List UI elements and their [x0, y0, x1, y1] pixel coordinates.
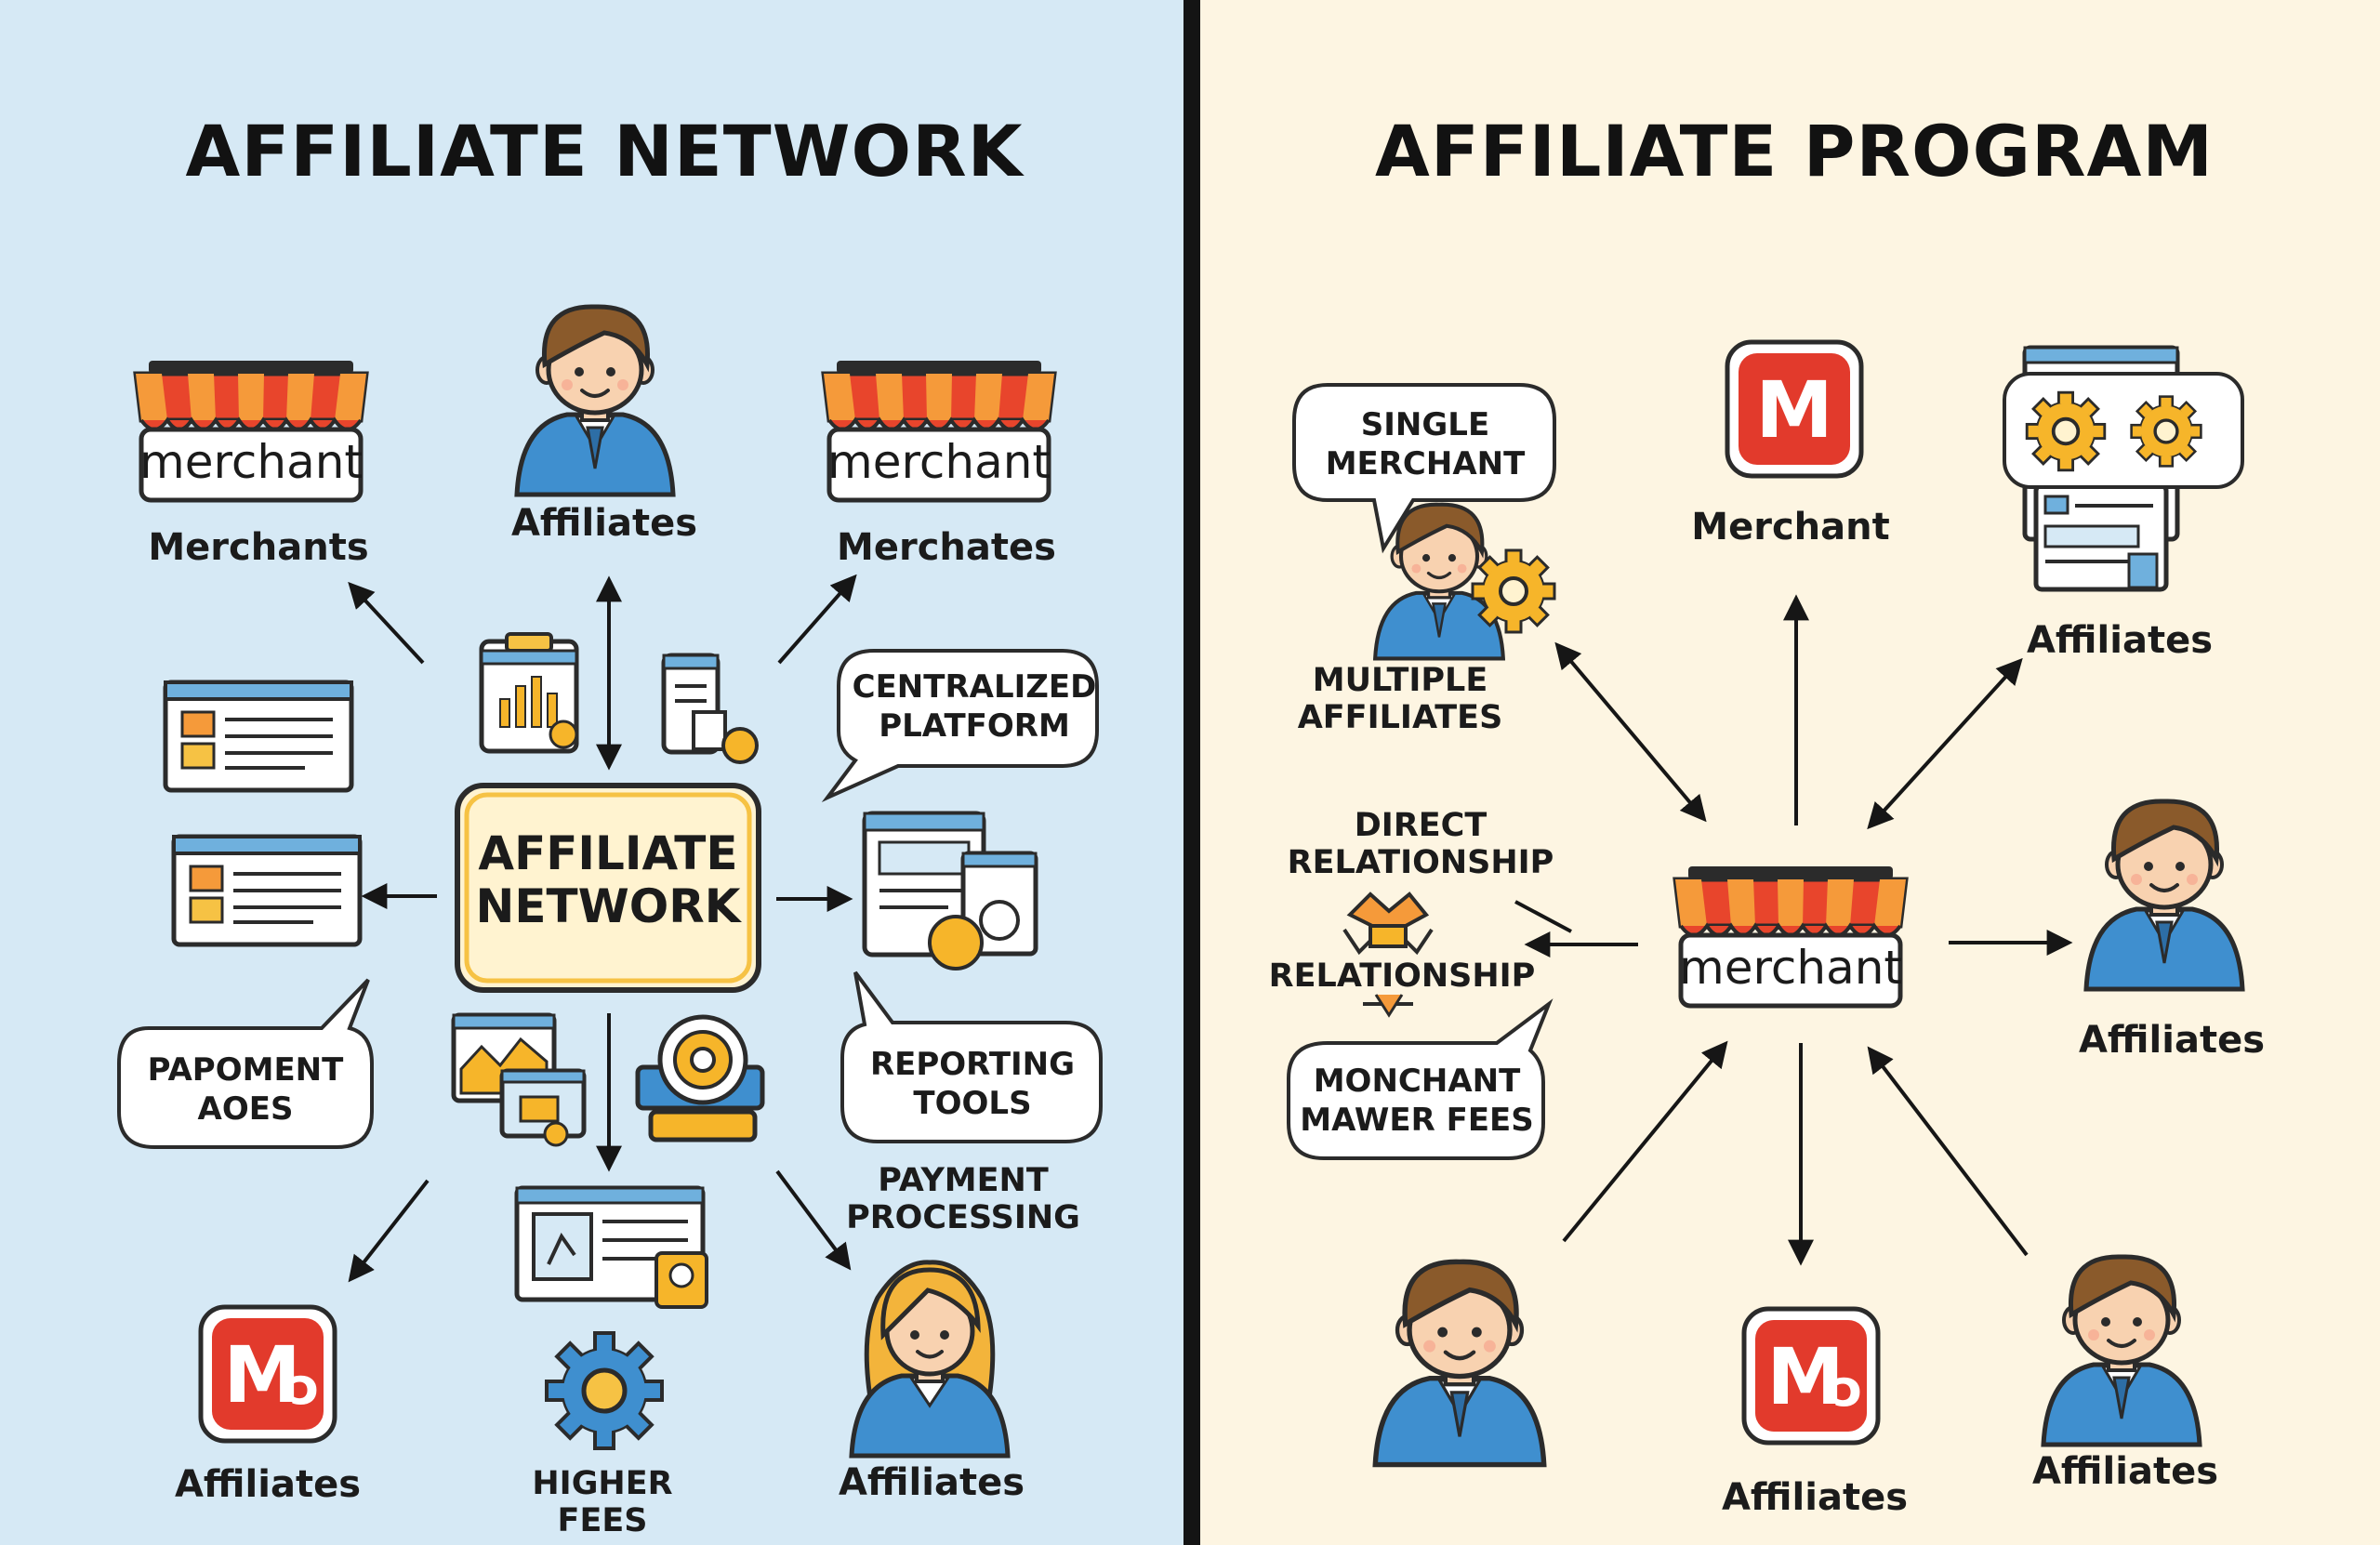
report-chart-icon	[479, 632, 579, 754]
svg-text:M: M	[1755, 364, 1833, 456]
arrow-icon	[1554, 641, 1707, 823]
svg-text:ɔ: ɔ	[290, 1357, 320, 1416]
label-affiliates-bottom-right: Affiliates	[2031, 1450, 2219, 1493]
merchant-store-icon: merchant	[824, 361, 1054, 500]
reporting-tools-bubble: REPORTING TOOLS	[840, 971, 1103, 1143]
report-chart-icon	[451, 1012, 587, 1147]
svg-text:REPORTING: REPORTING	[870, 1046, 1075, 1083]
dashboard-icon	[174, 837, 360, 944]
affiliate-person-icon	[1375, 1261, 1543, 1464]
svg-text:MERCHANT: MERCHANT	[1326, 445, 1526, 482]
affiliate-network-title: AFFILIATE NETWORK	[185, 110, 1024, 192]
arrow-icon	[1867, 1046, 2029, 1257]
svg-text:MAWER FEES: MAWER FEES	[1300, 1102, 1534, 1139]
right-arrows	[1514, 594, 2073, 1266]
settings-target-icon	[635, 1014, 765, 1142]
payment-aoes-bubble: PAPOMENT AOES	[117, 978, 374, 1149]
affiliate-person-icon	[2043, 1257, 2200, 1445]
affiliate-person-icon	[2086, 801, 2242, 989]
dashboard-icon	[165, 682, 351, 790]
label-merchates: Merchates	[837, 526, 1056, 569]
affiliate-network-center-box: AFFILIATE NETWORK	[455, 783, 761, 993]
label-merchant: Merchant	[1691, 506, 1890, 548]
monchant-fees-bubble: MONCHANT MAWER FEES	[1287, 998, 1554, 1160]
arrow-icon	[775, 1169, 852, 1271]
affiliate-program-title: AFFILIATE PROGRAM	[1375, 110, 2214, 192]
svg-text:ɔ: ɔ	[1833, 1359, 1863, 1418]
arrow-icon	[1867, 657, 2023, 830]
svg-text:AOES: AOES	[198, 1090, 294, 1128]
merchant-logo-icon: M ɔ	[201, 1307, 335, 1441]
gear-icon	[547, 1333, 662, 1448]
svg-text:SINGLE: SINGLE	[1361, 406, 1489, 443]
gear-icon	[1471, 548, 1556, 634]
svg-text:merchant: merchant	[1679, 941, 1902, 995]
label-payment-processing: PAYMENT PROCESSING	[846, 1162, 1080, 1236]
label-affiliates-bottom-right: Affiliates	[838, 1461, 1025, 1504]
merchant-store-icon: merchant	[136, 361, 366, 500]
svg-text:merchant: merchant	[139, 435, 363, 489]
label-affiliates-bottom-center: Affiliates	[1721, 1476, 1909, 1519]
arrow-icon	[777, 574, 857, 665]
label-affiliates-bottom-left: Affiliates	[174, 1463, 362, 1506]
svg-text:M: M	[223, 1329, 301, 1420]
svg-text:CENTRALIZED: CENTRALIZED	[853, 668, 1097, 706]
label-relationship: RELATIONSHIP	[1268, 957, 1536, 995]
arrow-icon	[1562, 1040, 1728, 1243]
svg-text:merchant: merchant	[827, 435, 1051, 489]
merchant-logo-icon: M	[1727, 342, 1861, 476]
payment-coin-icon	[661, 653, 759, 764]
arrow-icon	[348, 1179, 430, 1283]
center-label-line1: AFFILIATE	[478, 826, 737, 880]
gear-icon	[2025, 390, 2107, 472]
label-affiliates-top-right: Affiliates	[2026, 619, 2214, 662]
svg-text:TOOLS: TOOLS	[913, 1085, 1031, 1122]
svg-text:PAPOMENT: PAPOMENT	[148, 1051, 344, 1089]
dashboard-icon	[862, 811, 1038, 971]
svg-text:MONCHANT: MONCHANT	[1314, 1063, 1521, 1100]
merchant-store-icon: merchant	[1675, 866, 1906, 1006]
arrow-icon	[348, 581, 425, 665]
affiliate-person-icon	[517, 307, 673, 495]
gear-icon	[2129, 394, 2203, 469]
label-affiliates-mid-right: Affiliates	[2078, 1019, 2266, 1062]
single-merchant-bubble: SINGLE MERCHANT	[1292, 383, 1556, 554]
center-label-line2: NETWORK	[475, 879, 742, 933]
left-arrows	[348, 574, 857, 1283]
label-merchants: Merchants	[148, 526, 369, 569]
svg-text:PLATFORM: PLATFORM	[879, 707, 1070, 745]
label-direct-relationship: DIRECT RELATIONSHIP	[1287, 807, 1554, 881]
label-multiple-affiliates: MULTIPLE AFFILIATES	[1297, 662, 1503, 736]
label-higher-fees: HIGHER FEES	[532, 1465, 673, 1539]
merchant-logo-icon: M ɔ	[1744, 1309, 1878, 1443]
svg-text:M: M	[1766, 1331, 1844, 1422]
handshake-icon	[1342, 891, 1434, 1018]
dashboard-icon	[514, 1185, 708, 1309]
affiliate-program-panel	[1200, 0, 2380, 1545]
label-affiliates-top: Affiliates	[510, 502, 698, 545]
centralized-platform-bubble: CENTRALIZED PLATFORM	[821, 649, 1099, 802]
affiliate-person-icon	[852, 1262, 1008, 1456]
arrow-icon	[1514, 900, 1572, 933]
panel-divider	[1183, 0, 1200, 1545]
